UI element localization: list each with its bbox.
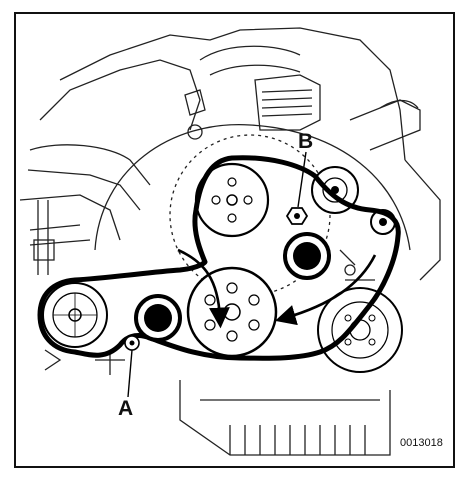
diagram-frame [14, 12, 455, 468]
ac-compressor-pulley [317, 287, 403, 373]
callout-label-a: A [118, 397, 134, 420]
crankshaft-pulley [186, 266, 278, 358]
rotation-arrow [177, 248, 377, 329]
figure-id-number: 0013018 [400, 437, 443, 449]
drive-belt [37, 155, 401, 361]
tensioner-pulley-a [134, 294, 182, 342]
tensioner-bolt [124, 335, 140, 351]
alternator-pulley [42, 282, 108, 348]
callout-label-b: B [298, 130, 314, 153]
idler-pulley-b [283, 232, 331, 280]
callout-leaders [127, 151, 307, 398]
engine-outline [19, 27, 441, 456]
idler-bolt [285, 207, 309, 225]
